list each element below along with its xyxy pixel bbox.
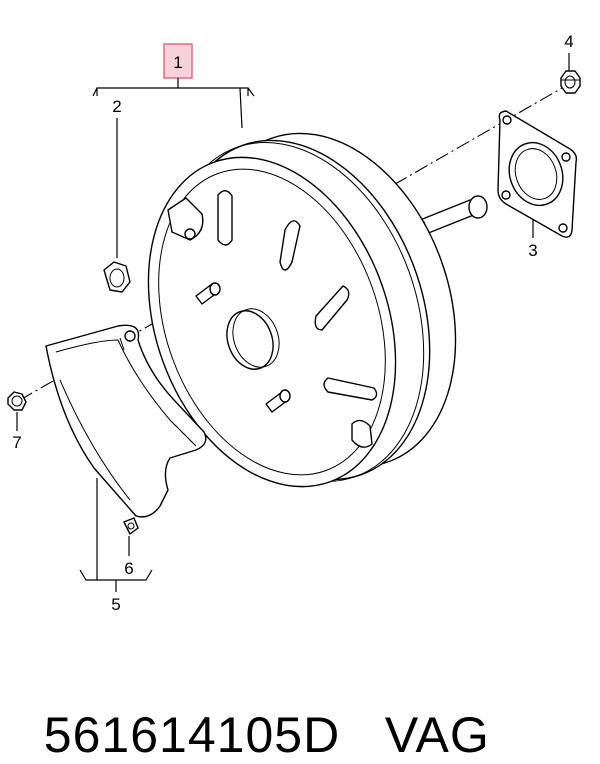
part-number: 561614105D [43, 707, 341, 763]
callout-1-bracket [92, 78, 255, 129]
spacer-nut[interactable] [103, 261, 131, 293]
callout-5-bracket [79, 478, 153, 592]
manufacturer: VAG [384, 707, 490, 763]
clip[interactable] [123, 517, 139, 535]
caption-spacer [340, 707, 385, 763]
callout-5-label[interactable]: 5 [111, 595, 120, 614]
callout-4-label[interactable]: 4 [564, 32, 573, 51]
brake-booster[interactable] [105, 98, 500, 521]
callout-7-label[interactable]: 7 [12, 433, 21, 452]
callout-3-label[interactable]: 3 [528, 241, 537, 260]
stud-bolt-upper [195, 282, 221, 305]
callout-6-label[interactable]: 6 [124, 559, 133, 578]
stud-bolt-lower [265, 389, 291, 413]
heat-shield[interactable] [45, 324, 207, 518]
callout-1-label[interactable]: 1 [173, 53, 182, 72]
gasket[interactable] [497, 110, 578, 238]
callout-2-label[interactable]: 2 [112, 97, 121, 116]
hex-bolt[interactable] [7, 391, 27, 411]
part-number-caption: 561614105D VAG [14, 648, 490, 764]
exploded-parts-diagram: 1 2 4 3 7 6 5 [7, 32, 581, 614]
hex-nut-top[interactable] [560, 70, 581, 94]
